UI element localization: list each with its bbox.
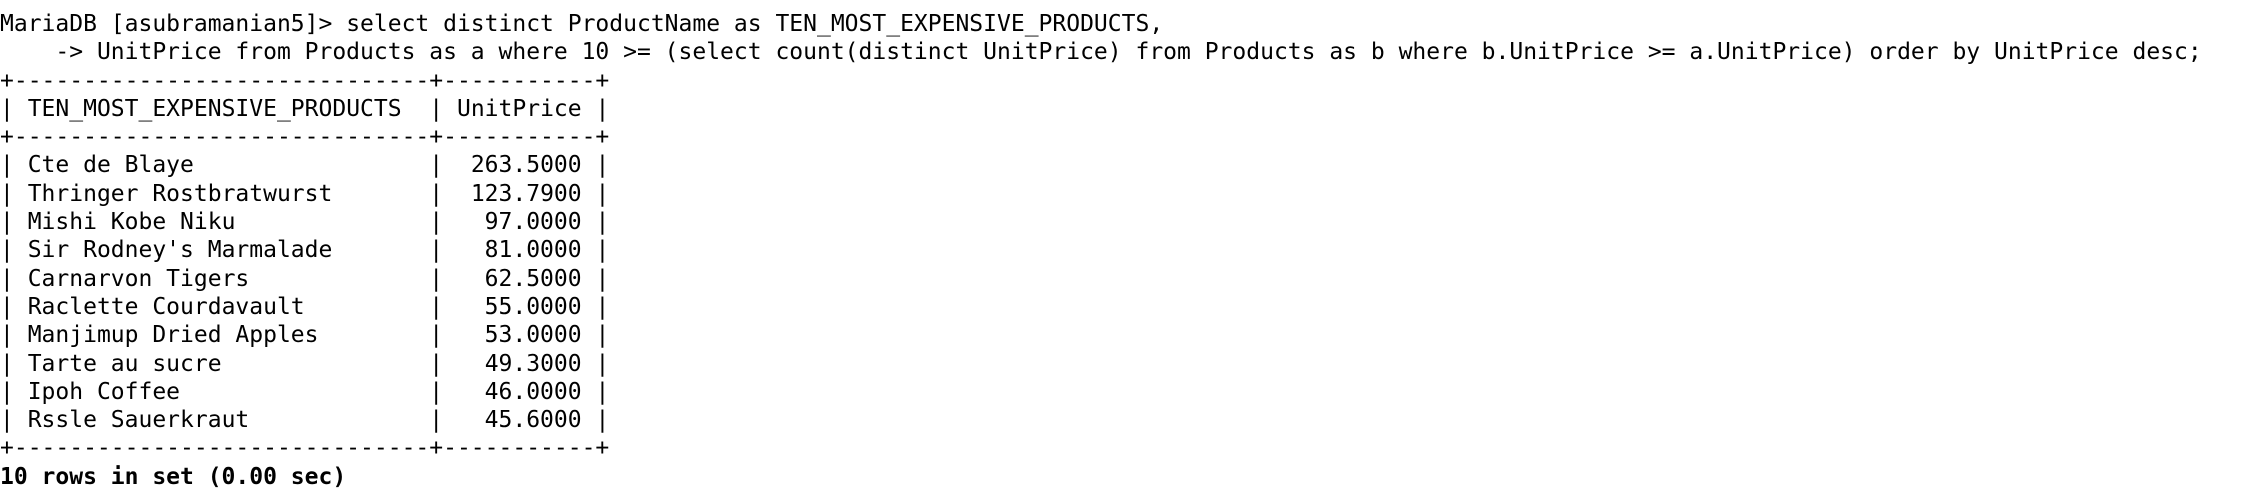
table-border-header: +------------------------------+--------… <box>0 124 610 151</box>
result-summary: 10 rows in set (0.00 sec) <box>0 463 347 490</box>
product-name-cell: Cte de Blaye <box>27 152 194 179</box>
table-row: | Raclette Courdavault | 55.0000 | <box>0 293 610 320</box>
product-name-cell: Mishi Kobe Niku <box>27 209 236 236</box>
unit-price-cell: 62.5000 <box>484 265 582 292</box>
unit-price-cell: 263.5000 <box>470 152 582 179</box>
query-line-1: MariaDB [asubramanian5]> select distinct… <box>0 10 2248 38</box>
mariadb-prompt: MariaDB [asubramanian5]> <box>0 11 347 37</box>
unit-price-cell: 81.0000 <box>484 237 582 264</box>
table-header-row: | TEN_MOST_EXPENSIVE_PRODUCTS | UnitPric… <box>0 95 610 122</box>
query-text-1: select distinct ProductName as TEN_MOST_… <box>346 11 1164 37</box>
unit-price-cell: 45.6000 <box>484 407 582 434</box>
product-name-cell: Carnarvon Tigers <box>27 265 250 292</box>
table-row: | Tarte au sucre | 49.3000 | <box>0 350 610 377</box>
product-name-cell: Manjimup Dried Apples <box>27 322 319 349</box>
table-body: | Cte de Blaye | 263.5000 || Thringer Ro… <box>0 151 2248 434</box>
product-name-cell: Rssle Sauerkraut <box>27 407 250 434</box>
unit-price-cell: 46.0000 <box>484 378 582 405</box>
unit-price-cell: 55.0000 <box>484 293 582 320</box>
column-header-product: TEN_MOST_EXPENSIVE_PRODUCTS <box>27 95 416 122</box>
query-line-2: -> UnitPrice from Products as a where 10… <box>0 38 2248 66</box>
table-row: | Thringer Rostbratwurst | 123.7900 | <box>0 180 610 207</box>
product-name-cell: Ipoh Coffee <box>27 378 181 405</box>
table-row: | Cte de Blaye | 263.5000 | <box>0 152 610 179</box>
table-row: | Mishi Kobe Niku | 97.0000 | <box>0 209 610 236</box>
table-row: | Ipoh Coffee | 46.0000 | <box>0 378 610 405</box>
unit-price-cell: 49.3000 <box>484 350 582 377</box>
column-header-unitprice: UnitPrice <box>456 95 582 122</box>
product-name-cell: Raclette Courdavault <box>27 293 305 320</box>
product-name-cell: Sir Rodney's Marmalade <box>27 237 333 264</box>
continuation-prompt: -> <box>0 39 97 66</box>
table-border-top: +------------------------------+--------… <box>0 67 610 94</box>
query-text-2: UnitPrice from Products as a where 10 >=… <box>96 39 2202 66</box>
unit-price-cell: 53.0000 <box>484 322 582 349</box>
table-border-bottom: +------------------------------+--------… <box>0 435 610 462</box>
table-row: | Sir Rodney's Marmalade | 81.0000 | <box>0 237 610 264</box>
table-row: | Carnarvon Tigers | 62.5000 | <box>0 265 610 292</box>
table-row: | Manjimup Dried Apples | 53.0000 | <box>0 322 610 349</box>
unit-price-cell: 97.0000 <box>484 209 582 236</box>
product-name-cell: Tarte au sucre <box>27 350 222 377</box>
product-name-cell: Thringer Rostbratwurst <box>27 180 333 207</box>
table-row: | Rssle Sauerkraut | 45.6000 | <box>0 407 610 434</box>
unit-price-cell: 123.7900 <box>470 180 582 207</box>
